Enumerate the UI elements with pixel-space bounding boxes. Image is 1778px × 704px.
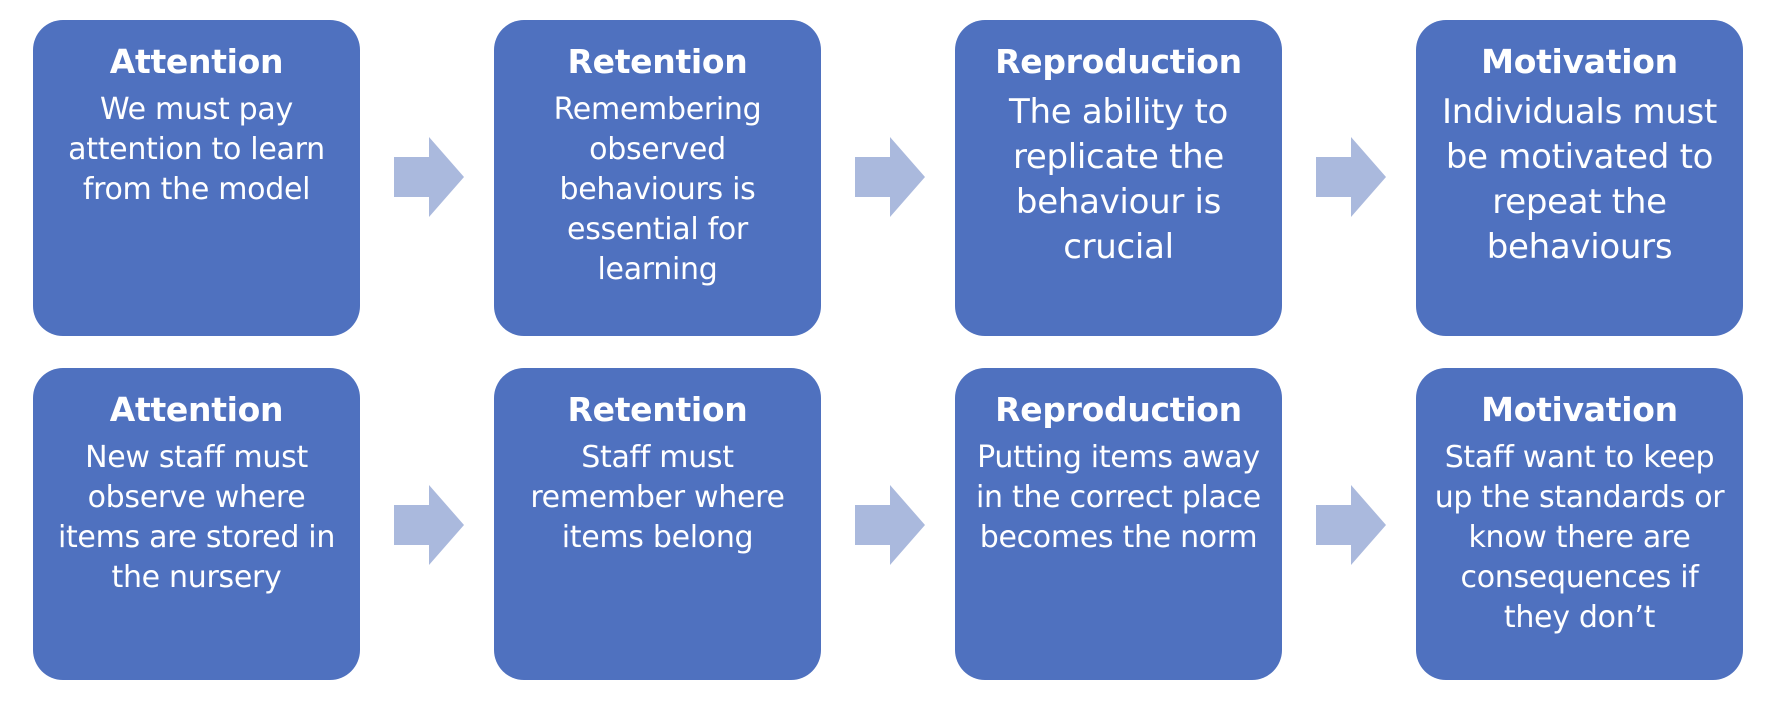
right-arrow-icon [1316,485,1386,565]
step-title: Retention [567,42,748,81]
step-box-motivation-theory: Motivation Individuals must be motivated… [1416,20,1743,336]
step-title: Attention [109,42,284,81]
step-description: Staff must remember where items belong [530,440,785,555]
right-arrow-icon [1316,137,1386,217]
step-box-retention-theory: Retention Remembering observed behaviour… [494,20,821,336]
right-arrow-icon [855,485,925,565]
step-box-attention-theory: Attention We must pay attention to learn… [33,20,360,336]
step-box-attention-example: Attention New staff must observe where i… [33,368,360,680]
step-title: Reproduction [995,390,1242,429]
step-title: Reproduction [995,42,1242,81]
step-description: We must pay attention to learn from the … [68,92,325,207]
right-arrow-icon [855,137,925,217]
step-box-reproduction-theory: Reproduction The ability to replicate th… [955,20,1282,336]
step-description: Remembering observed behaviours is essen… [553,92,762,287]
step-title: Motivation [1481,390,1678,429]
step-box-motivation-example: Motivation Staff want to keep up the sta… [1416,368,1743,680]
step-description: Individuals must be motivated to repeat … [1441,92,1718,267]
step-title: Retention [567,390,748,429]
step-box-retention-example: Retention Staff must remember where item… [494,368,821,680]
step-box-reproduction-example: Reproduction Putting items away in the c… [955,368,1282,680]
step-description: Putting items away in the correct place … [976,440,1261,555]
right-arrow-icon [394,137,464,217]
right-arrow-icon [394,485,464,565]
step-description: The ability to replicate the behaviour i… [1009,92,1228,267]
step-description: Staff want to keep up the standards or k… [1434,440,1725,635]
step-title: Attention [109,390,284,429]
step-title: Motivation [1481,42,1678,81]
step-description: New staff must observe where items are s… [57,440,336,595]
